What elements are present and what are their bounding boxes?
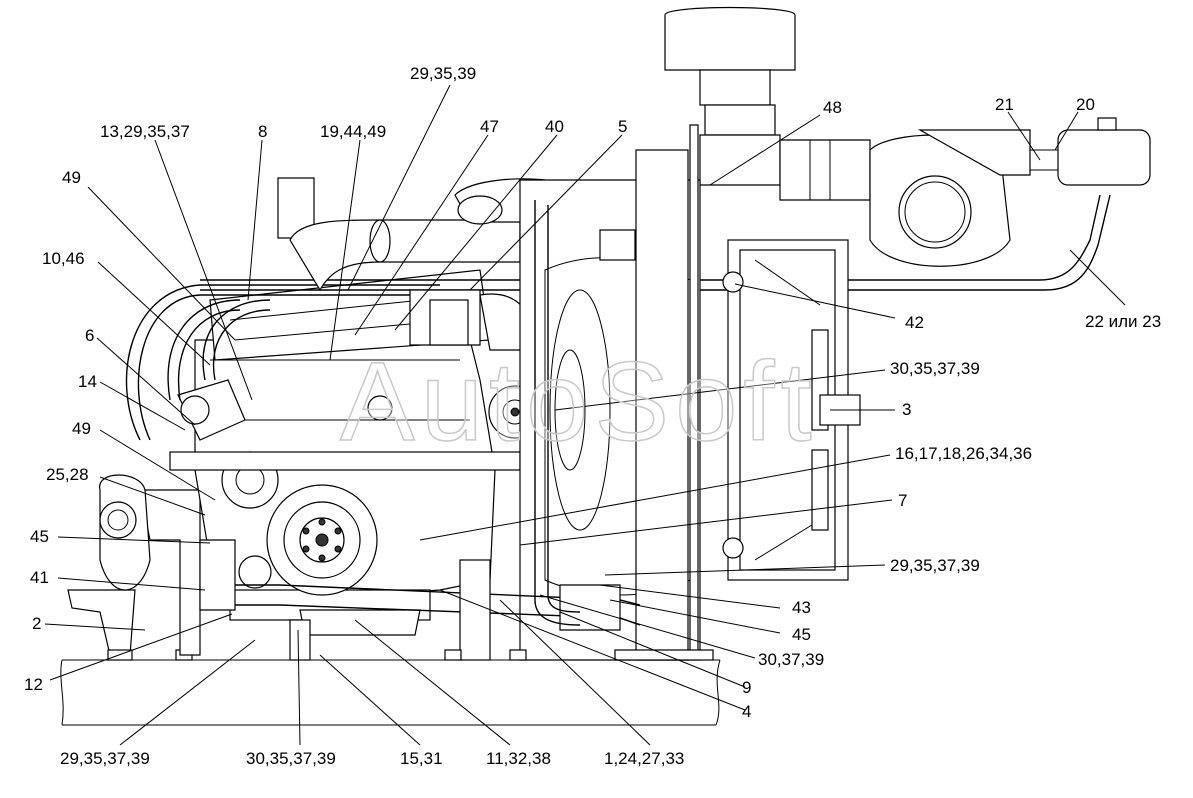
callout-45-right: 45 (792, 625, 811, 644)
callout-45-left: 45 (30, 527, 49, 546)
callout-22-or-23: 22 или 23 (1085, 312, 1161, 331)
callout-42: 42 (905, 313, 924, 332)
callout-30-35-37-39-right: 30,35,37,39 (890, 359, 980, 378)
callout-49-mid: 49 (72, 419, 91, 438)
callout-1-24-27-33: 1,24,27,33 (604, 749, 684, 768)
callout-11-32-38: 11,32,38 (486, 749, 551, 768)
callout-8: 8 (258, 122, 267, 141)
callout-7: 7 (898, 491, 907, 510)
expansion-tank (1030, 117, 1151, 186)
callout-43: 43 (792, 598, 811, 617)
callout-40: 40 (545, 117, 564, 136)
callout-29-35-39-top: 29,35,39 (410, 64, 476, 83)
callout-4: 4 (742, 702, 751, 721)
callout-49-top: 49 (62, 168, 81, 187)
watermark: AutoSoft (340, 339, 818, 464)
callout-14: 14 (78, 372, 97, 391)
air-intake-pipe (664, 6, 871, 201)
callout-9: 9 (742, 678, 751, 697)
callout-13-29-35-37: 13,29,35,37 (100, 122, 190, 141)
callout-5: 5 (618, 117, 627, 136)
callout-47: 47 (480, 117, 499, 136)
callout-30-35-37-39-bottom: 30,35,37,39 (246, 749, 336, 768)
callout-16-17-18-26-34-36: 16,17,18,26,34,36 (895, 444, 1032, 463)
front-cover (99, 474, 151, 591)
leader-lines (44, 84, 1126, 746)
turbo-intake (277, 177, 561, 351)
callout-41: 41 (30, 568, 49, 587)
frame-rail (60, 659, 721, 726)
callout-21: 21 (995, 95, 1014, 114)
engine-mounts (289, 559, 527, 661)
air-filter (869, 129, 1031, 267)
callout-25-28: 25,28 (46, 465, 89, 484)
callout-labels: 29,35,39 48 21 20 13,29,35,37 8 19,44,49… (24, 64, 1161, 768)
callout-10-46: 10,46 (42, 249, 85, 268)
callout-19-44-49: 19,44,49 (320, 122, 386, 141)
callout-30-37-39: 30,37,39 (758, 650, 824, 669)
long-coolant-tube (200, 194, 1111, 291)
callout-2: 2 (32, 614, 41, 633)
callout-29-35-37-39-bottom: 29,35,37,39 (60, 749, 150, 768)
lower-coolant-pipe (199, 539, 641, 631)
callout-3: 3 (902, 400, 911, 419)
callout-6: 6 (85, 326, 94, 345)
callout-29-35-37-39-right: 29,35,37,39 (890, 556, 980, 575)
callout-12: 12 (24, 675, 43, 694)
callout-15-31: 15,31 (400, 749, 443, 768)
crankshaft-pulley (266, 484, 378, 596)
radiator (722, 239, 861, 581)
callout-48: 48 (823, 98, 842, 117)
vertical-pipes (534, 200, 636, 626)
callout-20: 20 (1076, 95, 1095, 114)
